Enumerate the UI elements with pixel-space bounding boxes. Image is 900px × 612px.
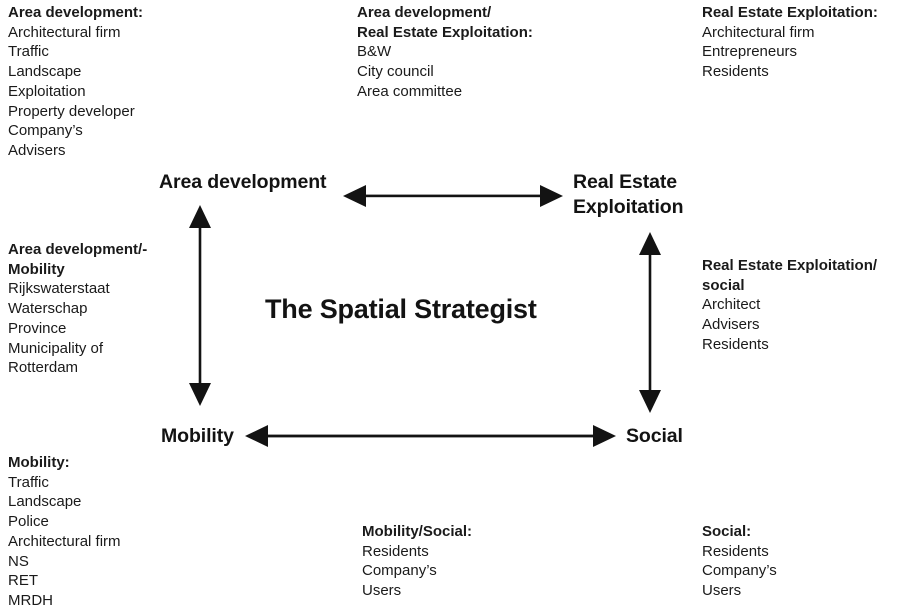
note-item: Residents <box>702 335 769 353</box>
center-title: The Spatial Strategist <box>265 294 537 324</box>
node-label-area-development: Area development <box>159 170 327 195</box>
connector-left-vertical-arrow <box>189 205 211 406</box>
node-text-mobility: Mobility <box>161 425 234 447</box>
note-item: Users <box>702 582 742 600</box>
note-item: Company’s <box>702 562 777 580</box>
note-heading: Area development: <box>8 4 144 21</box>
note-item: Rijkswaterstaat <box>8 280 110 298</box>
note-item: Residents <box>702 63 769 81</box>
node-text-real-estate-line2: Exploitation <box>573 196 684 218</box>
note-social: Social: Residents Company’s Users <box>702 522 777 601</box>
note-item: Advisers <box>702 316 760 334</box>
note-item: Architect <box>702 296 761 314</box>
connector-right-vertical-arrow <box>639 232 661 413</box>
note-item: Police <box>8 513 49 531</box>
note-heading: Mobility: <box>8 454 70 471</box>
note-area-development-real-estate: Area development/ Real Estate Exploitati… <box>357 3 533 102</box>
note-heading-line2: Mobility <box>8 260 65 278</box>
note-item: Residents <box>702 542 769 560</box>
note-heading-line2: Real Estate Exploitation: <box>357 23 533 41</box>
node-text-real-estate-line1: Real Estate <box>573 171 678 193</box>
node-label-social: Social <box>626 424 683 449</box>
note-item: NS <box>8 552 29 570</box>
note-item: RET <box>8 572 38 590</box>
note-heading: Real Estate Exploitation: <box>702 4 878 21</box>
node-label-mobility: Mobility <box>161 424 234 449</box>
note-heading-line1: Area development/ <box>357 4 492 21</box>
connector-top-horizontal-arrow <box>343 185 563 207</box>
note-item: Architectural firm <box>702 23 815 41</box>
node-label-real-estate-exploitation: Real Estate Exploitation <box>573 170 683 220</box>
note-item: Architectural firm <box>8 23 121 41</box>
note-item: City council <box>357 63 434 81</box>
note-area-development-mobility: Area development/- Mobility Rijkswaterst… <box>8 240 147 378</box>
note-item: Company’s <box>362 562 437 580</box>
note-item: Exploitation <box>8 82 86 100</box>
connector-bottom-horizontal-arrow <box>245 425 616 447</box>
note-item: MRDH <box>8 591 53 609</box>
note-real-estate-exploitation: Real Estate Exploitation: Architectural … <box>702 3 878 82</box>
note-item: Residents <box>362 542 429 560</box>
note-item: Landscape <box>8 493 82 511</box>
note-item: Company’s <box>8 122 83 140</box>
note-real-estate-social: Real Estate Exploitation/ social Archite… <box>702 256 877 355</box>
note-heading: Social: <box>702 523 752 540</box>
node-text-area-development: Area development <box>159 171 327 193</box>
node-text-social: Social <box>626 425 683 447</box>
note-item: Rotterdam <box>8 359 79 377</box>
note-item: Property developer <box>8 102 135 120</box>
note-area-development: Area development: Architectural firm Tra… <box>8 3 143 161</box>
note-item: B&W <box>357 43 392 61</box>
note-item: Waterschap <box>8 300 88 318</box>
note-mobility: Mobility: Traffic Landscape Police Archi… <box>8 453 121 611</box>
note-heading: Mobility/Social: <box>362 523 473 540</box>
note-item: Municipality of <box>8 339 104 357</box>
note-item: Province <box>8 319 67 337</box>
note-item: Users <box>362 582 402 600</box>
note-item: Traffic <box>8 43 49 61</box>
note-item: Entrepreneurs <box>702 43 798 61</box>
note-item: Landscape <box>8 63 82 81</box>
note-item: Area committee <box>357 82 463 100</box>
note-item: Traffic <box>8 473 49 491</box>
note-item: Advisers <box>8 141 66 159</box>
note-heading-line1: Real Estate Exploitation/ <box>702 257 878 274</box>
note-mobility-social: Mobility/Social: Residents Company’s Use… <box>362 522 472 601</box>
note-heading-line1: Area development/- <box>8 241 148 258</box>
note-item: Architectural firm <box>8 532 121 550</box>
note-heading-line2: social <box>702 276 745 294</box>
